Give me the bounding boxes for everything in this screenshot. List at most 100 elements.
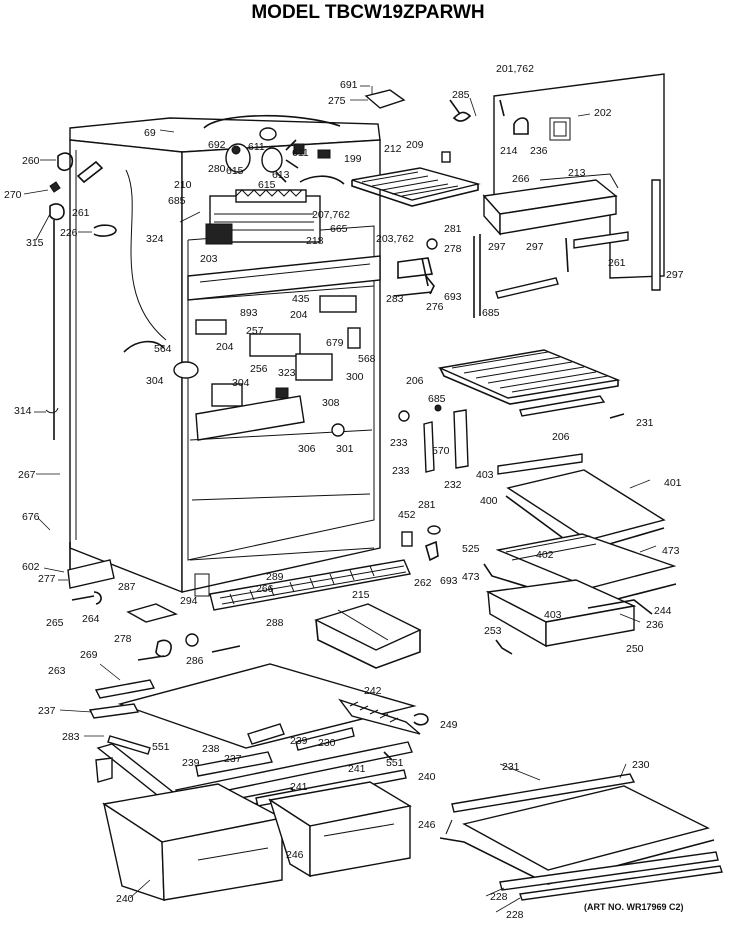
part-label: 261 xyxy=(608,257,626,269)
part-label: 233 xyxy=(390,437,408,449)
part-label: 452 xyxy=(398,509,416,521)
part-label: 231 xyxy=(636,417,654,429)
evaporator-assembly xyxy=(203,114,345,245)
hinge-parts xyxy=(317,86,472,163)
part-label: 215 xyxy=(352,589,370,601)
part-label: 280 xyxy=(208,163,226,175)
part-label: 401 xyxy=(664,477,682,489)
part-label: 206 xyxy=(552,431,570,443)
leader-lines xyxy=(23,85,657,913)
part-label: 242 xyxy=(364,685,382,697)
part-label: 236 xyxy=(530,145,548,157)
part-label: 300 xyxy=(346,371,364,383)
part-label: 551 xyxy=(152,741,170,753)
freezer-drawer xyxy=(482,173,619,236)
part-label: 324 xyxy=(146,233,164,245)
part-label: 615 xyxy=(258,179,276,191)
part-label: 240 xyxy=(116,893,134,905)
part-label: 314 xyxy=(14,405,32,417)
part-label: 615 xyxy=(226,165,244,177)
part-label: 199 xyxy=(344,153,362,165)
part-label: 244 xyxy=(654,605,672,617)
part-label: 613 xyxy=(272,169,290,181)
part-label: 239 xyxy=(182,757,200,769)
part-label: 204 xyxy=(216,341,234,353)
part-label: 201,762 xyxy=(496,63,534,75)
part-label: 265 xyxy=(46,617,64,629)
shelf-brackets xyxy=(398,404,469,473)
part-label: 297 xyxy=(526,241,544,253)
part-label: 231 xyxy=(502,761,520,773)
part-label: 246 xyxy=(286,849,304,861)
part-label: 228 xyxy=(490,891,508,903)
freezer-shelf-212 xyxy=(351,167,481,207)
part-label: 246 xyxy=(418,819,436,831)
part-label: 277 xyxy=(38,573,56,585)
part-label: 691 xyxy=(340,79,358,91)
part-label: 685 xyxy=(428,393,446,405)
part-label: 611 xyxy=(248,141,265,153)
part-label: 253 xyxy=(484,625,502,637)
part-label: 402 xyxy=(536,549,554,561)
part-label: 260 xyxy=(22,155,40,167)
part-label: 240 xyxy=(418,771,436,783)
part-label: 236 xyxy=(646,619,664,631)
part-label: 281 xyxy=(418,499,436,511)
part-label: 249 xyxy=(440,719,458,731)
part-label: 278 xyxy=(444,243,462,255)
part-label: 276 xyxy=(426,301,444,313)
part-label: 692 xyxy=(208,139,226,151)
part-label: 275 xyxy=(328,95,346,107)
part-label: 202 xyxy=(594,107,612,119)
part-label: 301 xyxy=(336,443,354,455)
part-label: 304 xyxy=(232,377,250,389)
bottom-front-parts xyxy=(67,525,441,669)
part-label: 262 xyxy=(414,577,432,589)
part-label: 693 xyxy=(440,575,458,587)
part-label: 308 xyxy=(322,397,340,409)
part-label: 228 xyxy=(506,909,524,921)
part-label: 525 xyxy=(462,543,480,555)
part-label: 69 xyxy=(144,127,156,139)
part-label: 288 xyxy=(266,617,284,629)
part-label: 241 xyxy=(290,781,308,793)
part-label: 278 xyxy=(114,633,132,645)
part-label: 283 xyxy=(62,731,80,743)
part-label: 269 xyxy=(80,649,98,661)
part-label: 266 xyxy=(256,583,274,595)
light-and-control-parts xyxy=(123,238,438,441)
part-label: 263 xyxy=(48,665,66,677)
part-label: 287 xyxy=(118,581,136,593)
part-label: 257 xyxy=(246,325,264,337)
part-label: 212 xyxy=(384,143,402,155)
part-label: 241 xyxy=(348,763,366,775)
part-label: 264 xyxy=(82,613,100,625)
part-label: 267 xyxy=(18,469,36,481)
wire-shelf-206 xyxy=(437,349,625,419)
part-label: 294 xyxy=(180,595,198,607)
part-label: 237 xyxy=(224,753,242,765)
part-label: 473 xyxy=(462,571,480,583)
part-label: 400 xyxy=(480,495,498,507)
part-label: 286 xyxy=(186,655,204,667)
part-label: 209 xyxy=(406,139,424,151)
part-label: 551 xyxy=(386,757,404,769)
part-label: 270 xyxy=(4,189,22,201)
part-label: 304 xyxy=(146,375,164,387)
rails xyxy=(473,179,661,318)
part-label: 203 xyxy=(200,253,218,265)
part-label: 473 xyxy=(662,545,680,557)
part-label: 893 xyxy=(240,307,258,319)
part-label: 283 xyxy=(386,293,404,305)
crisper-cover-230 xyxy=(439,773,723,901)
part-label: 679 xyxy=(326,337,344,349)
cabinet xyxy=(69,117,381,597)
part-label: 230 xyxy=(632,759,650,771)
part-label: 568 xyxy=(358,353,376,365)
part-label: 323 xyxy=(278,367,296,379)
part-label: 611 xyxy=(292,147,309,159)
part-label: 297 xyxy=(488,241,506,253)
part-label: 685 xyxy=(168,195,186,207)
